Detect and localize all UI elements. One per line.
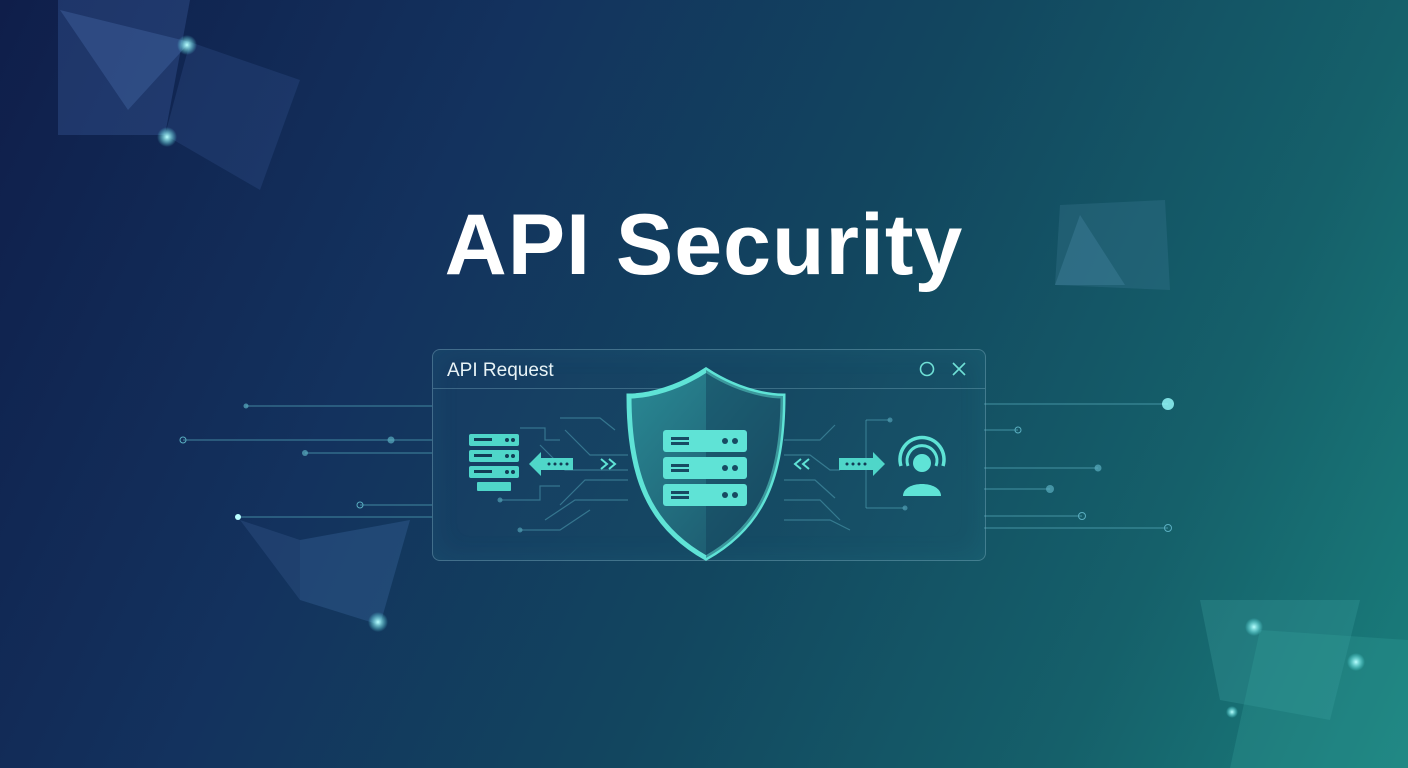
chevron-right-icon xyxy=(600,458,617,470)
window-title: API Request xyxy=(447,360,554,381)
api-request-window: API Request xyxy=(432,349,986,561)
circle-icon[interactable] xyxy=(918,360,936,378)
close-icon[interactable] xyxy=(950,360,968,378)
server-icon xyxy=(469,434,519,491)
page-title: API Security xyxy=(444,197,964,293)
arrow-right-icon xyxy=(839,452,885,476)
server-icon xyxy=(663,430,747,506)
chevron-left-icon xyxy=(793,458,810,470)
user-icon xyxy=(898,435,946,496)
arrow-left-icon xyxy=(529,452,573,476)
